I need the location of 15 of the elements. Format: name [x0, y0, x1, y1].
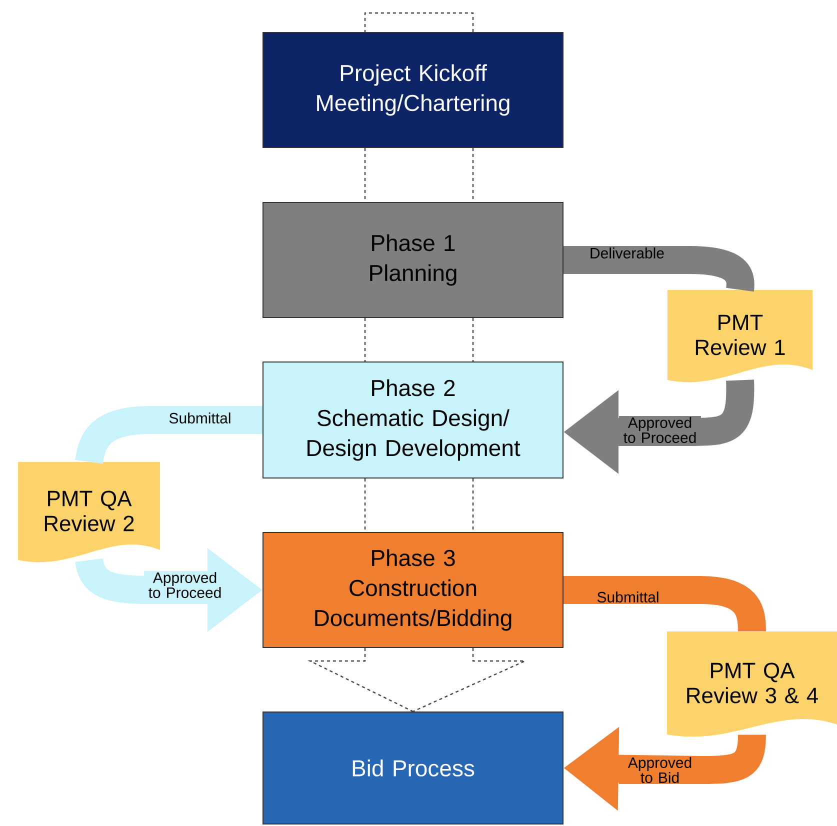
review-note: PMT QA Review 3 & 4 — [667, 632, 837, 737]
review-note: PMT QA Review 2 — [18, 462, 160, 562]
edge-label: Deliverable — [588, 246, 666, 260]
edge-label: Approved to Proceed — [619, 416, 701, 444]
edge-label: Submittal — [168, 412, 232, 424]
dashed-connector — [364, 317, 474, 362]
phase-box: Project Kickoff Meeting/Chartering — [262, 32, 564, 148]
phase-box: Phase 1 Planning — [262, 202, 564, 318]
edge-label: Approved to Bid — [619, 756, 701, 784]
phase-box: Phase 2 Schematic Design/ Design Development — [262, 362, 564, 478]
edge-label: Submittal — [596, 590, 660, 604]
phase-box: Bid Process — [262, 712, 564, 824]
review-note: PMT Review 1 — [668, 290, 812, 382]
phase-box: Phase 3 Construction Documents/Bidding — [262, 532, 564, 648]
edge-label: Approved to Proceed — [144, 571, 226, 599]
